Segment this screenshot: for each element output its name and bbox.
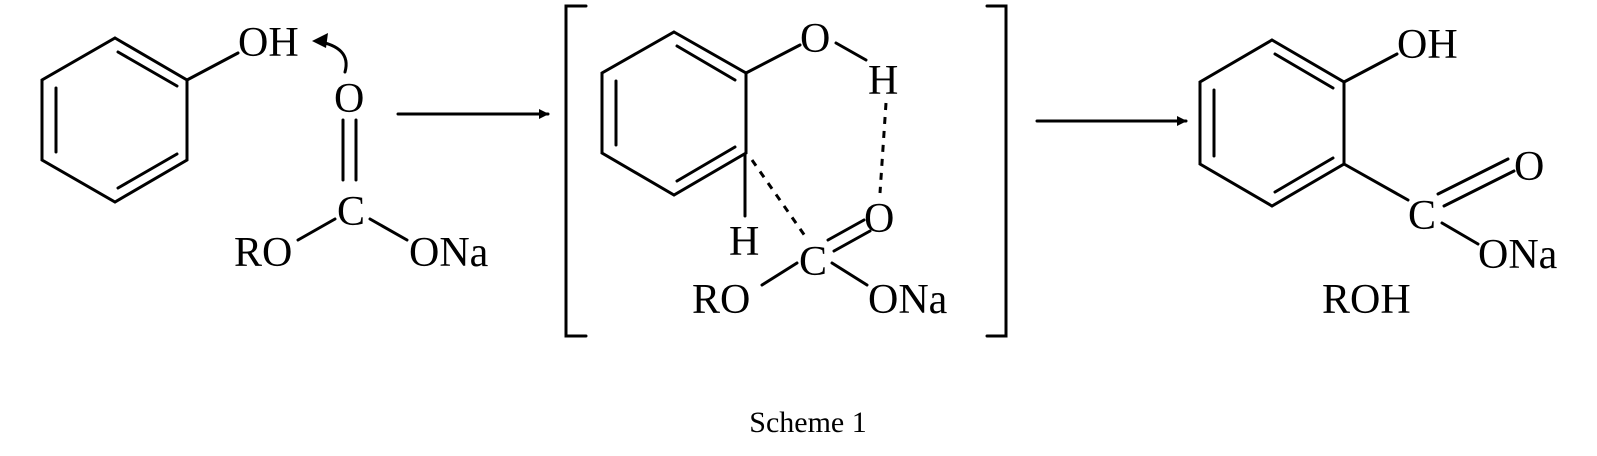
carbonate-or-bond [296, 217, 337, 242]
forming-cc-bond-dashed [750, 159, 807, 237]
product-co-double-bond [1436, 157, 1510, 196]
product-ona-bond [1440, 221, 1480, 246]
phenol-molecule: OH [40, 20, 299, 204]
carbonate-o-label: O [334, 76, 364, 122]
electron-push-arrowhead [312, 33, 328, 48]
carbonate-molecule: O C RO ONa [234, 76, 489, 276]
intermediate-or-label: RO [692, 277, 750, 323]
intermediate-double-bond [675, 145, 737, 183]
intermediate-co-double-bond [826, 218, 866, 242]
intermediate-ona-bond [830, 261, 869, 287]
product-molecule: OH C O ONa ROH [1198, 22, 1558, 323]
product-ona-label: ONa [1478, 232, 1558, 278]
product-carboxyl-bond [1342, 162, 1410, 202]
intermediate-co-double-bond [832, 229, 872, 253]
intermediate-carbonyl-o-label: O [864, 196, 894, 242]
right-bracket [985, 4, 1008, 338]
intermediate-double-bond [675, 44, 737, 82]
product-oh-bond [1342, 52, 1399, 84]
intermediate-molecule: O H O H C RO ONa [600, 16, 948, 323]
intermediate-oh-bond [834, 41, 868, 62]
intermediate-ona-label: ONa [868, 277, 948, 323]
phenol-oh-label: OH [238, 20, 299, 66]
carbonate-c-label: C [337, 189, 365, 235]
intermediate-o-label: O [800, 16, 830, 62]
phenol-double-bond [116, 50, 179, 88]
phenol-double-bond [116, 152, 179, 190]
product-oh-label: OH [1397, 22, 1458, 68]
phenol-ring [40, 36, 189, 204]
intermediate-ring [600, 30, 748, 197]
product-co-double-bond [1442, 169, 1516, 208]
carbonate-or-label: RO [234, 230, 292, 276]
byproduct-roh-label: ROH [1322, 277, 1411, 323]
phenol-oh-bond [185, 51, 240, 82]
product-double-bond [1273, 156, 1335, 194]
intermediate-or-bond [760, 261, 799, 287]
product-ring [1198, 38, 1346, 208]
electron-push-arrow [314, 39, 348, 74]
intermediate-o-bond [744, 43, 802, 75]
intermediate-c-label: C [799, 239, 827, 285]
carbonate-ona-label: ONa [409, 230, 489, 276]
scheme-caption: Scheme 1 [749, 406, 866, 439]
product-double-bond [1273, 52, 1335, 90]
left-bracket [564, 4, 588, 338]
hydrogen-bond-dashed [878, 102, 888, 194]
intermediate-h-top-label: H [868, 58, 898, 104]
carbonate-ona-bond [368, 217, 409, 242]
product-o-label: O [1514, 144, 1544, 190]
product-c-label: C [1408, 193, 1436, 239]
intermediate-h-ring-label: H [729, 219, 759, 265]
